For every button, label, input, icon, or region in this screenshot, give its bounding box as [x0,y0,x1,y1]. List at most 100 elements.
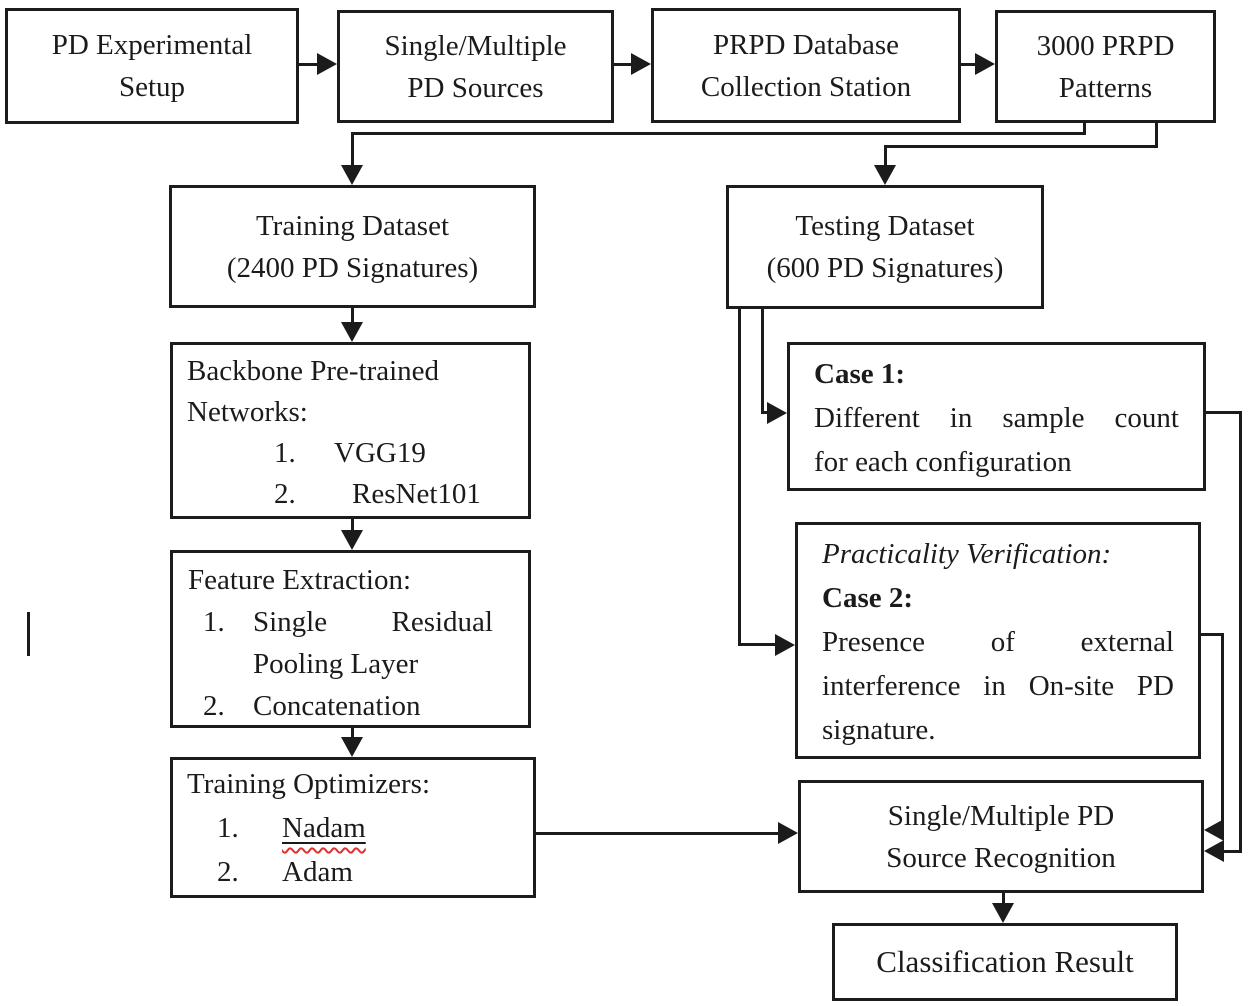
connector-line [351,132,1086,135]
node-feature-extraction: Feature Extraction: 1. Single Residual P… [170,550,531,728]
arrowhead-right-icon [767,402,787,424]
list-label: Adam [282,856,353,888]
connector-line [1221,633,1224,831]
list-item: 1. VGG19 [187,433,514,474]
node-heading: Networks: [187,396,308,428]
node-3000-prpd-patterns: 3000 PRPD Patterns [995,10,1216,123]
connector-line [1002,893,1005,907]
node-text: Patterns [1058,71,1153,104]
list-item: 1. Nadam [187,806,519,850]
spellcheck-underline: Nadam [282,812,366,844]
connector-line [761,308,764,414]
list-number: 1. [203,606,225,638]
connector-line [351,519,354,533]
arrowhead-down-icon [874,165,896,185]
list-number: 1. [274,437,296,469]
node-text: Collection Station [700,70,912,103]
list-item: 2. Adam [187,850,519,894]
case-body-line: Different in sample count [814,402,1179,434]
connector-line [761,411,771,414]
arrowhead-right-icon [775,634,795,656]
connector-line [1155,122,1158,148]
node-single-multiple-pd-sources: Single/Multiple PD Sources [337,10,614,123]
connector-line [961,63,979,66]
node-training-optimizers: Training Optimizers: 1. Nadam 2. Adam [170,757,536,898]
node-classification-result: Classification Result [832,923,1178,1001]
list-number: 2. [217,856,239,888]
node-case-1: Case 1: Different in sample count for ea… [787,342,1206,491]
connector-line [1206,411,1242,414]
connector-line [1239,411,1242,853]
connector-line [738,643,778,646]
arrowhead-down-icon [341,322,363,342]
node-pd-experimental-setup: PD Experimental Setup [5,8,299,124]
node-heading: Feature Extraction: [188,564,412,596]
list-item: 1. Single Residual Pooling Layer [188,601,514,685]
list-item: 2. Concatenation [188,685,514,727]
connector-line [351,308,354,324]
node-text: Single/Multiple [384,29,567,62]
word: Single [253,606,328,638]
node-source-recognition: Single/Multiple PD Source Recognition [798,780,1204,893]
node-text: Setup [118,71,186,103]
list-number: 2. [203,690,225,722]
node-text: (600 PD Signatures) [766,252,1004,284]
node-text: (2400 PD Signatures) [226,251,479,284]
arrowhead-right-icon [778,822,798,844]
list-label: Concatenation [253,690,421,722]
arrowhead-left-icon [1204,840,1224,862]
case-body-line: signature. [822,714,936,746]
underlined-term: Nadam [282,812,366,844]
connector-line [351,728,354,740]
node-training-dataset: Training Dataset (2400 PD Signatures) [169,185,536,308]
node-backbone-pretrained-networks: Backbone Pre-trained Networks: 1. VGG19 … [170,342,531,519]
connector-line [614,63,635,66]
connector-line [1222,850,1242,853]
node-text: PRPD Database [712,28,900,61]
node-text: Single/Multiple PD [887,799,1115,832]
case-body-line: Presence of external [822,626,1174,658]
node-heading: Training Optimizers: [187,768,431,800]
node-heading: Backbone Pre-trained [187,355,440,387]
arrowhead-left-icon [1204,819,1224,841]
arrowhead-right-icon [975,53,995,75]
case-title: Case 2: [822,582,914,614]
arrowhead-down-icon [992,903,1014,923]
list-label: Single Residual [253,601,514,643]
node-testing-dataset: Testing Dataset (600 PD Signatures) [726,185,1044,309]
connector-line [1083,122,1086,135]
node-case-2: Practicality Verification: Case 2: Prese… [795,522,1201,759]
list-label: VGG19 [334,437,426,469]
list-number: 1. [217,812,239,844]
node-text: Source Recognition [886,841,1116,874]
node-text: Testing Dataset [795,210,975,242]
arrowhead-down-icon [341,530,363,550]
connector-line [299,63,321,66]
arrowhead-right-icon [631,53,651,75]
connector-line [884,145,1158,148]
case-title: Case 1: [814,358,906,390]
connector-line [884,145,887,168]
list-label-line2: Pooling Layer [253,648,419,680]
list-label: ResNet101 [352,478,481,510]
node-text: PD Sources [407,71,544,104]
arrowhead-down-icon [341,165,363,185]
node-text: 3000 PRPD [1036,29,1175,62]
node-prpd-database-collection-station: PRPD Database Collection Station [651,8,961,123]
node-text: Training Dataset [255,209,450,242]
connector-line [536,832,781,835]
node-text: PD Experimental [51,29,253,61]
connector-line [738,308,741,646]
list-number: 2. [274,478,296,510]
text-cursor-artifact [27,612,30,656]
connector-line [351,132,354,168]
case-body-line: for each configuration [814,446,1072,478]
word: Residual [391,606,494,638]
arrowhead-down-icon [341,737,363,757]
case-subtitle: Practicality Verification: [822,538,1112,570]
node-text: Classification Result [876,944,1134,979]
connector-line [1201,633,1224,636]
list-item: 2. ResNet101 [187,474,514,515]
case-body-line: interference in On-site PD [822,670,1174,702]
